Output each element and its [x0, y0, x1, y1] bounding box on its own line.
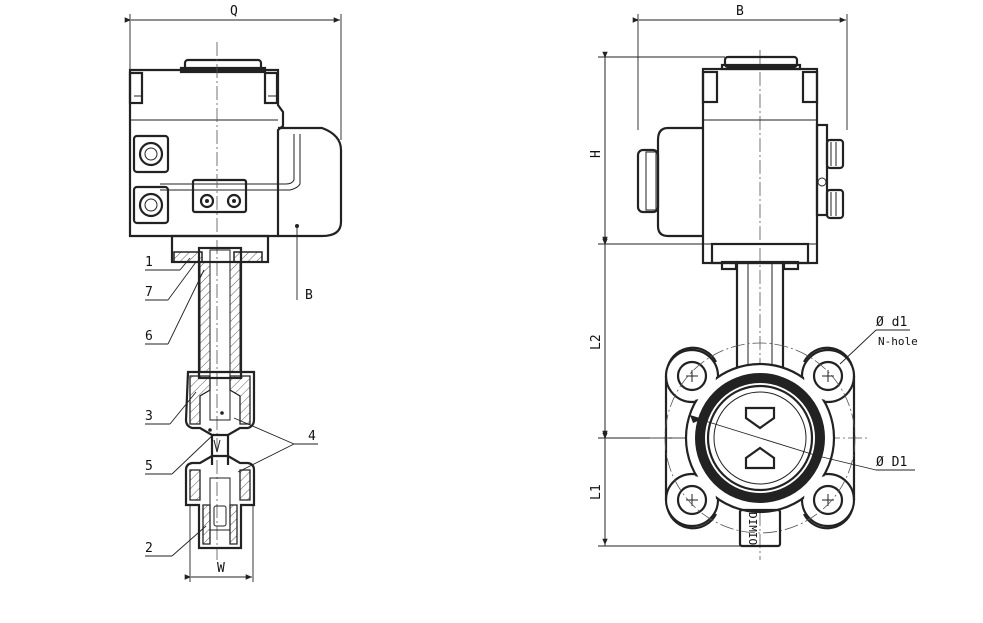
dimension-l2-label: L2: [589, 334, 604, 350]
dimension-l1-label: L1: [589, 484, 604, 500]
part-5-label: 5: [145, 459, 153, 474]
dimension-q-label: Q: [230, 4, 238, 19]
bore-diameter-label: Ø D1: [876, 455, 907, 470]
part-callouts: 1 7 6 3 5 2 4: [145, 255, 318, 557]
cable-gland-icon: [132, 134, 170, 225]
front-view: B H L2 L1: [589, 4, 918, 560]
dimension-w: W: [184, 506, 254, 582]
callout-b-label: B: [305, 288, 313, 303]
part-1-label: 1: [145, 255, 153, 270]
side-view: Q: [124, 4, 343, 582]
dimension-chain: H L2 L1: [589, 51, 740, 547]
dimension-w-label: W: [217, 561, 225, 576]
dimension-b: B: [632, 4, 848, 130]
nameplate-stamp: DIMIO: [746, 512, 759, 545]
bolt-hole-icon: [676, 360, 844, 516]
part-3-label: 3: [145, 409, 153, 424]
callout-d1: Ø d1 N-hole: [839, 315, 918, 365]
hole-diameter-label: Ø d1: [876, 315, 907, 330]
dimension-h-label: H: [589, 150, 604, 158]
side-gland-icon: [815, 123, 845, 220]
dimension-q: Q: [124, 4, 342, 140]
part-4-label: 4: [308, 429, 316, 444]
hole-count-note: N-hole: [878, 335, 918, 348]
part-6-label: 6: [145, 329, 153, 344]
part-2-label: 2: [145, 541, 153, 556]
part-7-label: 7: [145, 285, 153, 300]
callout-D1: Ø D1: [690, 415, 915, 471]
dimension-b-label: B: [736, 4, 744, 19]
